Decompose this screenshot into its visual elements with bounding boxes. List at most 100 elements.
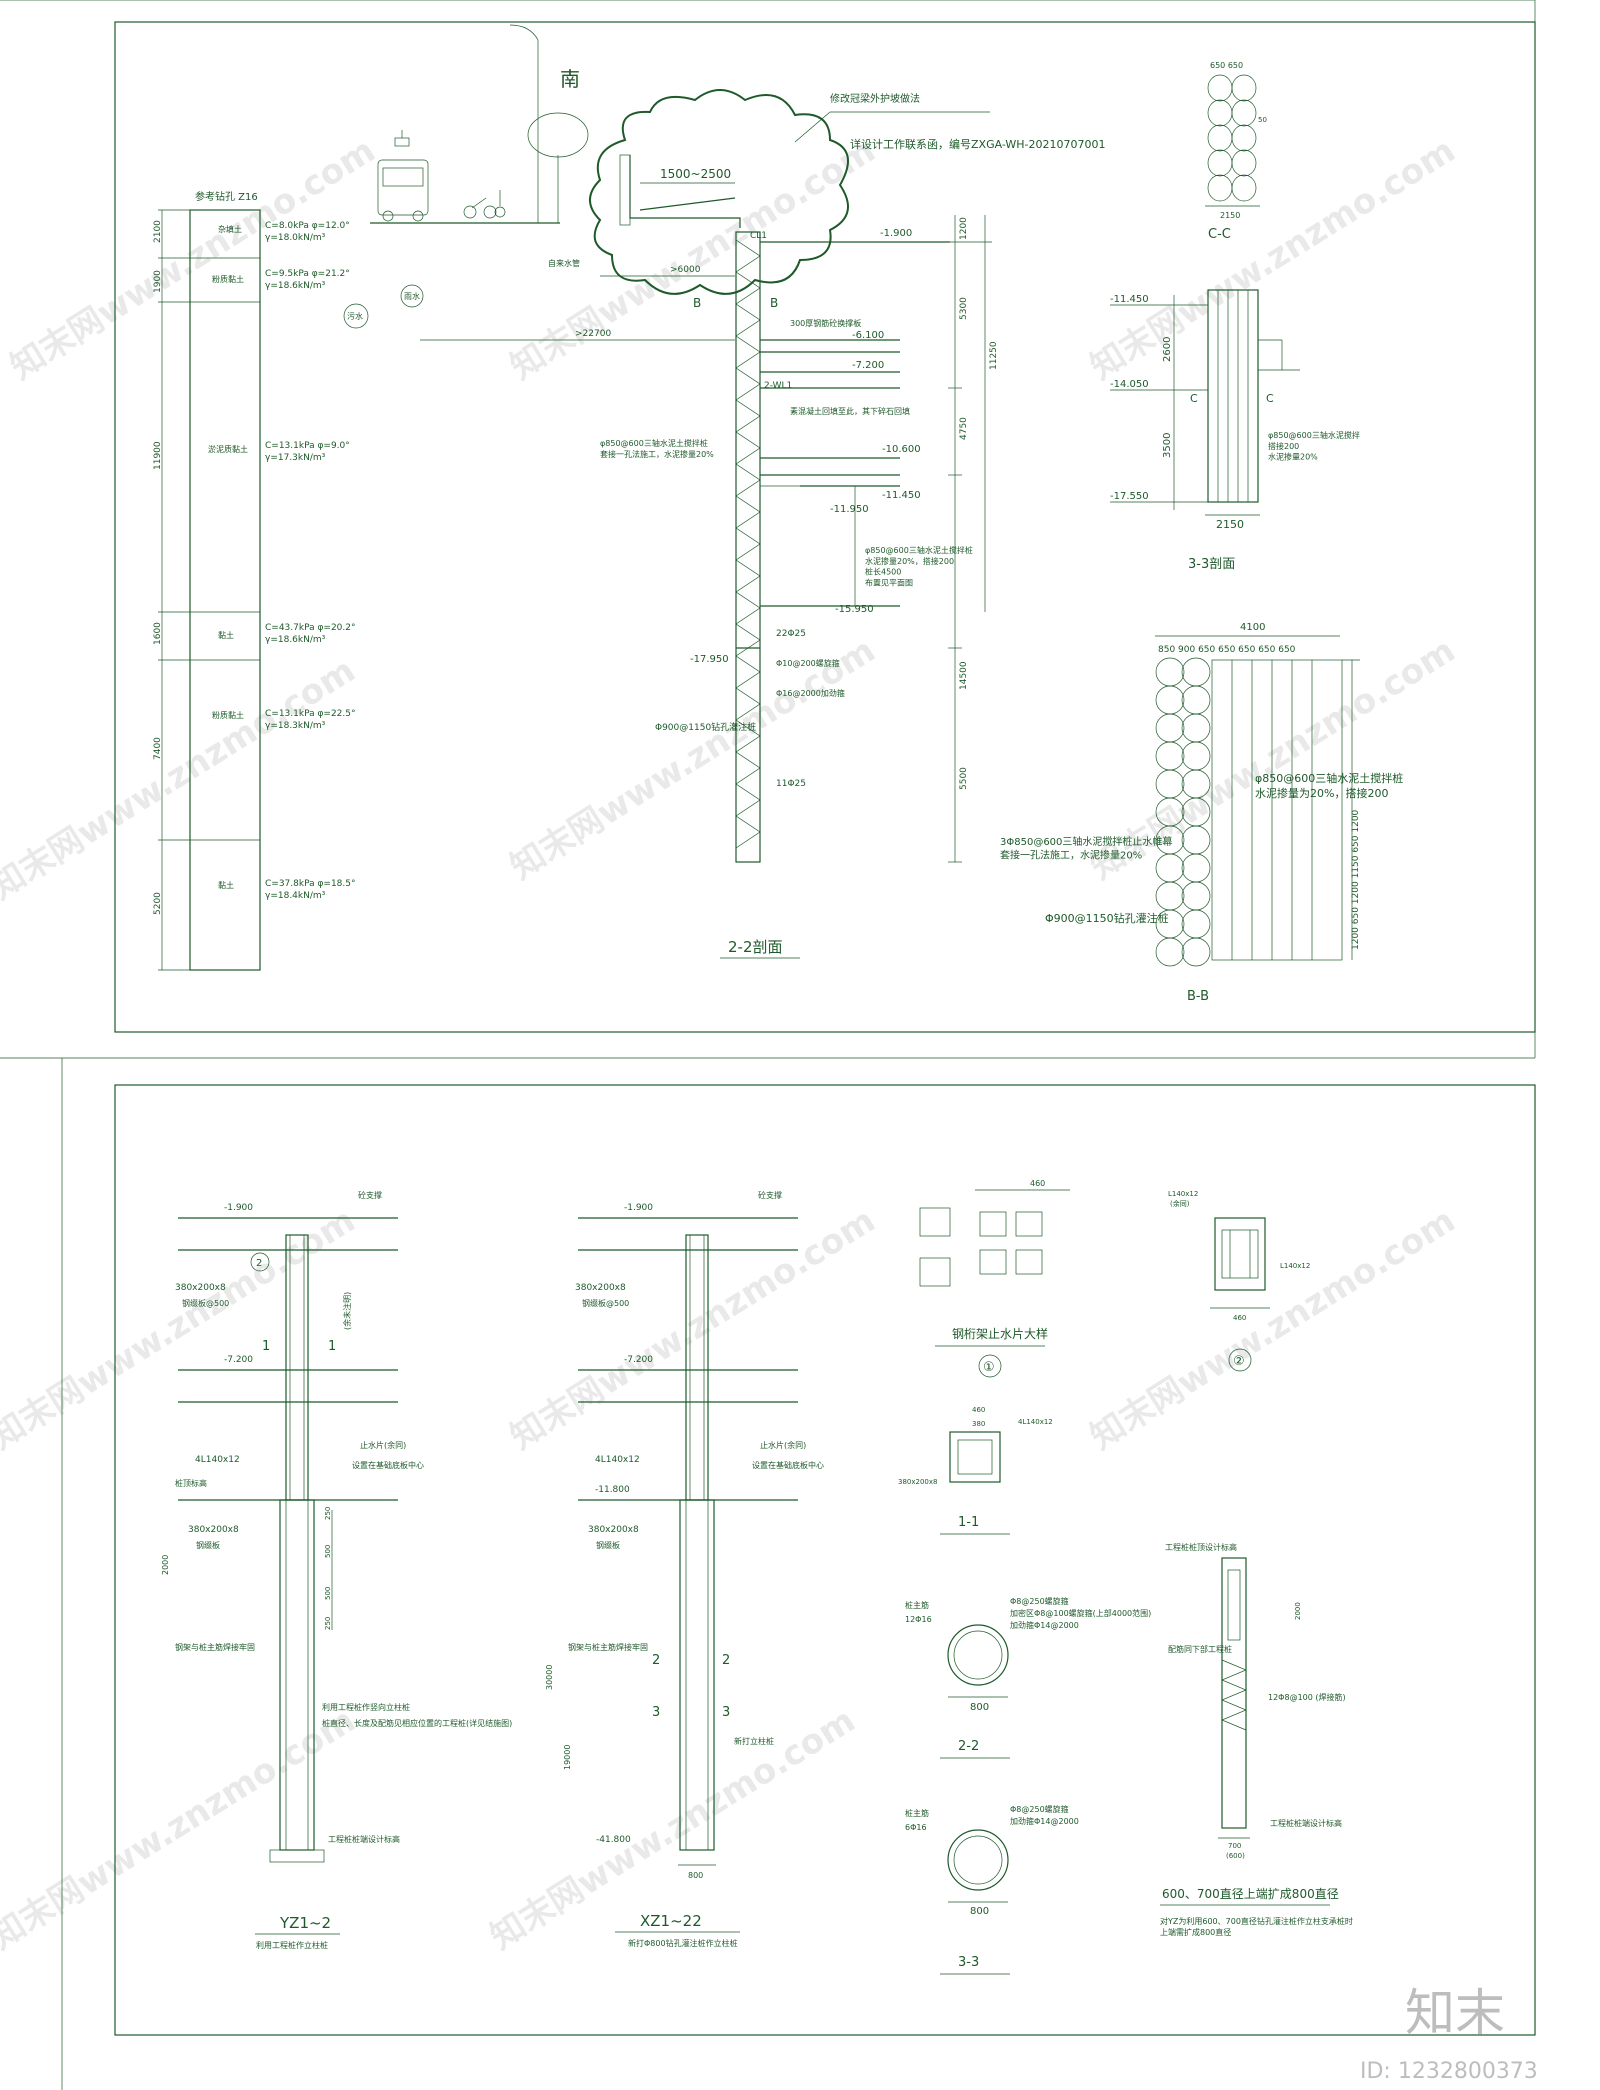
s22-main: 桩主筋 bbox=[905, 1600, 929, 1610]
xz-e4: -41.800 bbox=[596, 1835, 631, 1845]
yz-brace: 砼支撑 bbox=[358, 1190, 382, 1200]
s33p-s1: Φ8@250螺旋箍 bbox=[1010, 1804, 1069, 1814]
soil-name-2: 粉质黏土 bbox=[212, 274, 244, 284]
xz-sub: 新打Φ800钻孔灌注桩作立柱桩 bbox=[628, 1938, 738, 1948]
watermark-8: 知末网www.znzmo.com bbox=[504, 1200, 883, 1457]
soil-c-4: C=43.7kPa φ=20.2° bbox=[265, 623, 356, 633]
yz-dim2000: 2000 bbox=[161, 1555, 170, 1575]
s33p-rebar: 6Φ16 bbox=[905, 1823, 927, 1832]
xz-plate4: 钢缀板 bbox=[596, 1540, 620, 1550]
xz-d19000: 19000 bbox=[563, 1745, 572, 1770]
s33-e1: -11.450 bbox=[1110, 294, 1149, 305]
xz-title: XZ1~22 bbox=[640, 1912, 702, 1930]
soil-name-1: 杂填土 bbox=[218, 224, 242, 234]
soil-depth-6: 5200 bbox=[153, 892, 163, 915]
elev-11950: -11.950 bbox=[830, 504, 869, 515]
note-16: Φ16@2000加劲箍 bbox=[776, 688, 845, 698]
bus-icon bbox=[377, 159, 429, 216]
soil-depth-5: 7400 bbox=[153, 737, 163, 760]
yz-fixed: (余未注明) bbox=[342, 1292, 352, 1330]
d2-a1: L140x12 bbox=[1168, 1190, 1198, 1198]
yz-d250b: 250 bbox=[324, 1617, 332, 1630]
xz-angle: 4L140x12 bbox=[595, 1455, 640, 1465]
xz-brace: 砼支撑 bbox=[758, 1190, 782, 1200]
s11-w2: 380 bbox=[972, 1420, 985, 1428]
right-dim-6: 5500 bbox=[959, 767, 969, 790]
xz-d800: 800 bbox=[688, 1871, 703, 1880]
retaining-pile bbox=[735, 231, 761, 863]
s11-w: 460 bbox=[972, 1406, 985, 1414]
ext-mid: 配筋同下部工程桩 bbox=[1168, 1644, 1232, 1654]
elev-10600: -10.600 bbox=[882, 444, 921, 455]
right-dim-3: 4750 bbox=[959, 417, 969, 440]
cc-dim-side: 50 bbox=[1258, 116, 1267, 124]
ground-scene: 南 雨水 污水 自来水管 >22700 bbox=[343, 24, 735, 341]
label-2wl1: 2-WL1 bbox=[764, 381, 792, 391]
soil-c-1: C=8.0kPa φ=12.0° bbox=[265, 221, 350, 231]
yz-sub: 利用工程桩作立柱桩 bbox=[256, 1940, 328, 1950]
section-2-2: 2-WL1 -1.900 -6.100 -7.200 -10.600 -11.4… bbox=[600, 215, 999, 959]
label-cl1: CL1 bbox=[750, 231, 767, 241]
s33-e2: -14.050 bbox=[1110, 379, 1149, 390]
xz-e1: -1.900 bbox=[624, 1203, 653, 1213]
section-c-c: 650 650 50 2150 C-C bbox=[1205, 61, 1267, 242]
xz-n3a: 3 bbox=[652, 1705, 660, 1720]
sewage-label: 污水 bbox=[347, 311, 363, 321]
yz-plate2: 钢缀板@500 bbox=[182, 1298, 229, 1308]
yz-n1a: 1 bbox=[262, 1339, 270, 1354]
d1-title: 钢桁架止水片大样 bbox=[952, 1326, 1048, 1341]
soil-depth-2: 1900 bbox=[153, 270, 163, 293]
soil-name-3: 淤泥质黏土 bbox=[208, 444, 248, 454]
soil-depth-3: 11900 bbox=[153, 441, 163, 470]
yz-e2: -7.200 bbox=[224, 1355, 253, 1365]
image-id: ID: 1232800373 bbox=[1360, 2059, 1538, 2084]
cloud-title: 修改冠梁外护坡做法 bbox=[830, 92, 920, 105]
elev-6100: -6.100 bbox=[852, 330, 884, 341]
yz-n2: 2 bbox=[256, 1258, 262, 1269]
column-xz: -1.900 -7.200 -11.800 -41.800 砼支撑 800 38… bbox=[545, 1190, 824, 1948]
ext-note: 对YZ为利用600、700直径钻孔灌注桩作立柱支承桩时上端需扩成800直径 bbox=[1160, 1916, 1353, 1937]
s11-title: 1-1 bbox=[958, 1515, 979, 1530]
watermark-5: 知末网www.znzmo.com bbox=[504, 630, 883, 887]
yz-weld: 钢架与桩主筋焊接牢固 bbox=[175, 1642, 255, 1652]
s22-d: 800 bbox=[970, 1702, 989, 1713]
s11-angle: 4L140x12 bbox=[1018, 1418, 1053, 1426]
bb-piles bbox=[1155, 657, 1211, 967]
sheet1-frame bbox=[114, 21, 1536, 1033]
s33p-s2: 加劲箍Φ14@2000 bbox=[1010, 1816, 1079, 1826]
xz-n2b: 2 bbox=[722, 1653, 730, 1668]
xz-newpile: 新打立柱桩 bbox=[734, 1736, 774, 1746]
xz-weld: 钢架与桩主筋焊接牢固 bbox=[568, 1642, 648, 1652]
yz-base: 桩顶标高 bbox=[175, 1478, 207, 1488]
s11-plate: 380x200x8 bbox=[898, 1478, 937, 1486]
s22-rebar: 12Φ16 bbox=[905, 1615, 932, 1624]
water-pipe-label: 自来水管 bbox=[548, 258, 580, 268]
yz-pile2: 桩直径、长度及配筋见相应位置的工程桩(详见结施图) bbox=[322, 1718, 512, 1728]
section-1-1: 460 380 4L140x12 380x200x8 1-1 bbox=[898, 1406, 1053, 1535]
ext-title: 600、700直径上端扩成800直径 bbox=[1162, 1887, 1339, 1901]
watermark-layer: 知末网www.znzmo.com 知末网www.znzmo.com 知末网www… bbox=[0, 130, 1462, 1957]
yz-d500b: 500 bbox=[324, 1587, 332, 1600]
s22-s2: 加密区Φ8@100螺旋箍(上部4000范围) bbox=[1010, 1608, 1151, 1618]
detail-1: 460 钢桁架止水片大样 ① bbox=[919, 1179, 1070, 1378]
yz-title: YZ1~2 bbox=[279, 1914, 331, 1932]
note-11: 11Φ25 bbox=[776, 779, 806, 789]
watermark-1: 知末网www.znzmo.com bbox=[4, 130, 383, 387]
watermark-3: 知末网www.znzmo.com bbox=[1084, 130, 1463, 387]
borehole-label: 参考钻孔 Z16 bbox=[195, 190, 258, 203]
bb-width: 4100 bbox=[1240, 622, 1265, 633]
note-300: 300厚钢筋砼换撑板 bbox=[790, 318, 861, 328]
cloud-note: 详设计工作联系函，编号ZXGA-WH-20210707001 bbox=[850, 137, 1106, 151]
d2-num: ② bbox=[1233, 1354, 1245, 1369]
right-dim-4: 11250 bbox=[989, 341, 999, 370]
s33-width: 2150 bbox=[1216, 518, 1244, 531]
yz-d250a: 250 bbox=[324, 1507, 332, 1520]
soil-c-2: C=9.5kPa φ=21.2° bbox=[265, 269, 350, 279]
soil-g-6: γ=18.4kN/m³ bbox=[265, 891, 326, 901]
cc-title: C-C bbox=[1208, 227, 1231, 242]
dim-6000: >6000 bbox=[670, 265, 701, 275]
soil-g-4: γ=18.6kN/m³ bbox=[265, 635, 326, 645]
bb-note3: Φ900@1150钻孔灌注桩 bbox=[1045, 911, 1169, 925]
xz-d30000: 30000 bbox=[545, 1665, 554, 1690]
